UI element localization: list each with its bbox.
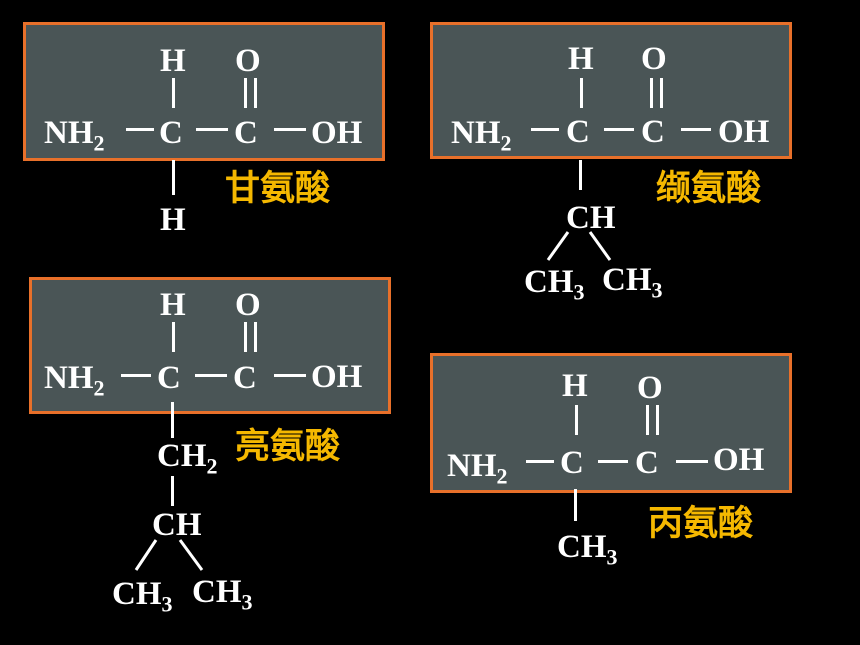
valine-name: 缬氨酸	[656, 169, 762, 209]
glycine-name: 甘氨酸	[225, 169, 331, 209]
leucine-bond-n-c	[121, 374, 151, 377]
glycine-o-top: O	[235, 43, 261, 79]
alanine-h-top: H	[562, 368, 588, 404]
alanine-bond-r	[574, 489, 577, 521]
valine-o-top: O	[641, 41, 667, 77]
leucine-name: 亮氨酸	[235, 427, 341, 467]
valine-bond-r	[579, 160, 582, 190]
leucine-branch-bonds	[134, 539, 204, 571]
glycine-hydroxyl: OH	[311, 115, 363, 151]
leucine-hydroxyl: OH	[311, 359, 363, 395]
alanine-bond-c-oh	[676, 460, 708, 463]
valine-hydroxyl: OH	[718, 114, 770, 150]
glycine-bond-c-c	[196, 128, 228, 131]
leucine-double-bond-2	[254, 322, 257, 352]
valine-panel	[430, 22, 792, 159]
leucine-o-top: O	[235, 287, 261, 323]
alanine-bond-n-c	[526, 460, 554, 463]
glycine-h-top: H	[160, 43, 186, 79]
glycine-carboxyl-carbon: C	[234, 115, 258, 151]
glycine-bond-n-c	[126, 128, 154, 131]
leucine-bond-r	[171, 402, 174, 438]
leucine-bond-c-oh	[274, 374, 306, 377]
valine-branch-bonds	[546, 231, 612, 261]
valine-bond-c-oh	[681, 128, 711, 131]
valine-alpha-carbon: C	[566, 114, 590, 150]
leucine-bond-c-c	[195, 374, 227, 377]
glycine-r-h: H	[160, 202, 186, 238]
glycine-amino-group: NH2	[44, 115, 105, 156]
valine-h-top: H	[568, 41, 594, 77]
valine-bond-c-c	[604, 128, 634, 131]
leucine-bond-h	[172, 322, 175, 352]
valine-bond-n-c	[531, 128, 559, 131]
glycine-bond-r	[172, 160, 175, 195]
glycine-bond-h	[172, 78, 175, 108]
alanine-bond-c-c	[598, 460, 628, 463]
alanine-o-top: O	[637, 370, 663, 406]
alanine-amino-group: NH2	[447, 448, 508, 489]
valine-methyl-right: CH3	[602, 262, 663, 303]
leucine-panel	[29, 277, 391, 414]
leucine-alpha-carbon: C	[157, 360, 181, 396]
valine-double-bond-2	[660, 78, 663, 108]
leucine-methyl-right: CH3	[192, 574, 253, 615]
alanine-double-bond-2	[656, 405, 659, 435]
glycine-alpha-carbon: C	[159, 115, 183, 151]
glycine-double-bond-2	[254, 78, 257, 108]
alanine-carboxyl-carbon: C	[635, 445, 659, 481]
leucine-carboxyl-carbon: C	[233, 360, 257, 396]
valine-ch: CH	[566, 200, 616, 236]
alanine-panel	[430, 353, 792, 493]
leucine-ch: CH	[152, 507, 202, 543]
alanine-name: 丙氨酸	[648, 504, 754, 544]
alanine-hydroxyl: OH	[713, 442, 765, 478]
glycine-bond-c-oh	[274, 128, 306, 131]
leucine-ch2: CH2	[157, 438, 218, 479]
valine-double-bond-1	[650, 78, 653, 108]
leucine-bond-ch2-ch	[171, 476, 174, 506]
valine-amino-group: NH2	[451, 115, 512, 156]
valine-bond-h	[580, 78, 583, 108]
glycine-panel	[23, 22, 385, 161]
valine-carboxyl-carbon: C	[641, 114, 665, 150]
alanine-alpha-carbon: C	[560, 445, 584, 481]
leucine-methyl-left: CH3	[112, 576, 173, 617]
valine-methyl-left: CH3	[524, 264, 585, 305]
alanine-methyl: CH3	[557, 529, 618, 570]
leucine-h-top: H	[160, 287, 186, 323]
alanine-bond-h	[575, 405, 578, 435]
leucine-double-bond-1	[244, 322, 247, 352]
alanine-double-bond-1	[646, 405, 649, 435]
glycine-double-bond-1	[244, 78, 247, 108]
leucine-amino-group: NH2	[44, 360, 105, 401]
